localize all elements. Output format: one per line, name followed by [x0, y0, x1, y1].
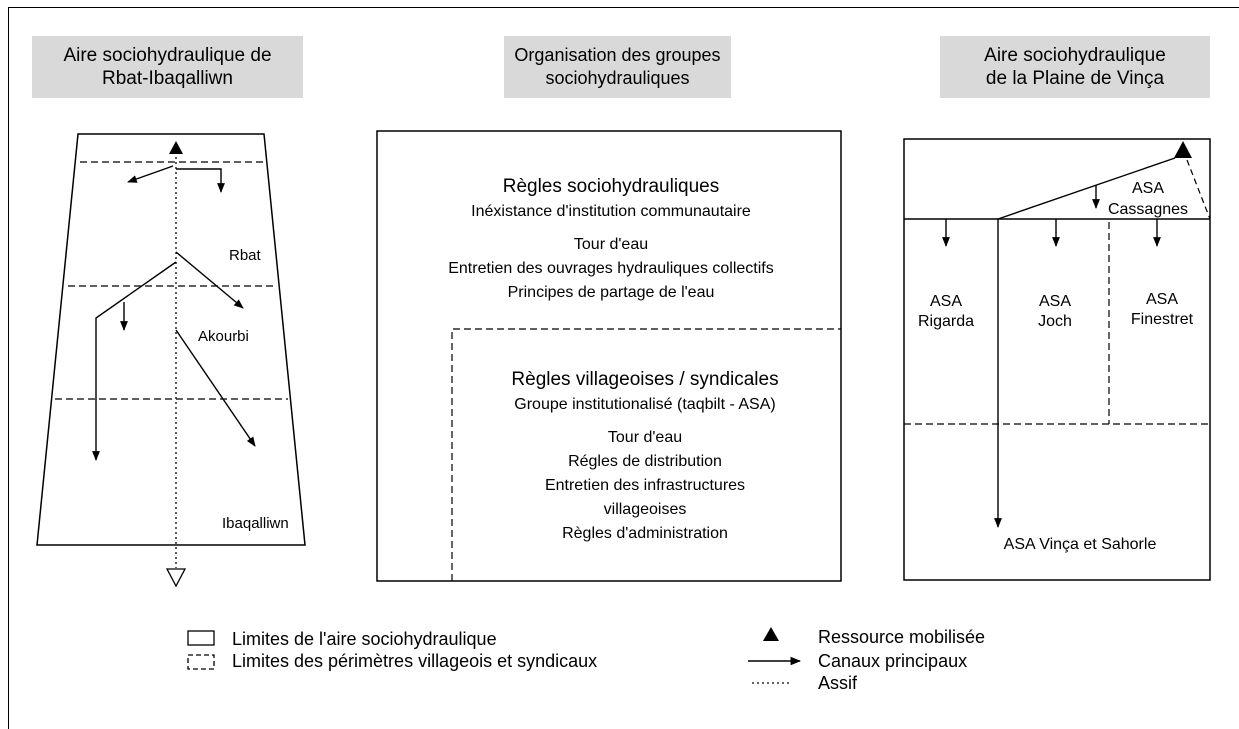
- canal-arrow-l2: [176, 168, 225, 193]
- label-joch-line1: ASA: [1039, 293, 1071, 310]
- right-panel: ASA Cassagnes ASA Rigarda ASA Joch ASA F…: [903, 138, 1211, 581]
- right-canal-diagonal: [997, 157, 1176, 220]
- inner-rule-item: Entretien des infrastructures: [545, 477, 745, 494]
- header-center-line2: sociohydrauliques: [545, 68, 690, 88]
- resource-triangle-left: [169, 141, 183, 154]
- label-joch-line2: Joch: [1038, 313, 1072, 330]
- header-right-line1: Aire sociohydraulique: [984, 45, 1166, 66]
- inner-rules-title: Règles villageoises / syndicales: [511, 369, 778, 390]
- outlet-triangle-left: [165, 568, 187, 588]
- header-left-line2: Rbat-Ibaqalliwn: [102, 68, 233, 89]
- label-akourbi: Akourbi: [198, 328, 249, 345]
- cassagnes-dashed-boundary: [1186, 159, 1211, 220]
- inner-rule-item: villageoises: [604, 501, 687, 518]
- outer-rule-item: Entretien des ouvrages hydrauliques coll…: [448, 260, 774, 277]
- outer-rules-title: Règles sociohydrauliques: [503, 176, 720, 197]
- header-center-line1: Organisation des groupes: [514, 45, 721, 65]
- legend: Limites de l'aire sociohydraulique Limit…: [187, 627, 985, 693]
- legend-solid-box-label: Limites de l'aire sociohydraulique: [232, 629, 497, 649]
- label-rbat: Rbat: [229, 247, 262, 264]
- resource-triangle-right: [1174, 141, 1192, 158]
- label-vinca: ASA Vinça et Sahorle: [1004, 536, 1157, 553]
- canal-arrow-l6: [175, 329, 256, 447]
- legend-solid-box-swatch: [187, 630, 215, 646]
- canal-arrow-l4: [92, 261, 177, 461]
- inner-rule-item: Régles de distribution: [568, 453, 722, 470]
- legend-dotted-label: Assif: [818, 673, 858, 693]
- inner-rule-item: Règles d'administration: [562, 525, 728, 542]
- legend-dashed-box-swatch: [187, 654, 215, 670]
- inner-rule-item: Tour d'eau: [608, 429, 682, 446]
- label-finestret-line2: Finestret: [1131, 311, 1194, 328]
- center-outer-box: [376, 130, 842, 582]
- label-rigarda-line1: ASA: [930, 293, 962, 310]
- outer-rules-subtitle: Inéxistance d'institution communautaire: [471, 203, 751, 220]
- outer-rule-item: Tour d'eau: [574, 236, 648, 253]
- canal-arrow-l1: [127, 165, 174, 183]
- left-area-boundary: [36, 133, 306, 546]
- label-cassagnes-line2: Cassagnes: [1108, 201, 1188, 218]
- header-right-line2: de la Plaine de Vinça: [985, 68, 1165, 89]
- header-center: Organisation des groupes sociohydraulique…: [504, 36, 731, 98]
- legend-arrow-label: Canaux principaux: [818, 651, 967, 671]
- center-inner-dashed-box: [451, 328, 841, 581]
- canal-arrow-l3: [175, 251, 244, 309]
- label-rigarda-line2: Rigarda: [918, 313, 974, 330]
- right-area-boundary: [903, 138, 1211, 581]
- legend-triangle-icon: [763, 627, 779, 641]
- center-panel: Règles sociohydrauliques Inéxistance d'i…: [376, 130, 842, 582]
- legend-triangle-label: Ressource mobilisée: [818, 627, 985, 647]
- header-left-line1: Aire sociohydraulique de: [63, 45, 272, 66]
- inner-rules-subtitle: Groupe institutionalisé (taqbilt - ASA): [514, 396, 775, 413]
- label-finestret-line1: ASA: [1146, 291, 1178, 308]
- left-panel: Rbat Akourbi Ibaqalliwn: [36, 133, 306, 588]
- label-ibaqalliwn: Ibaqalliwn: [222, 515, 289, 532]
- legend-dashed-box-label: Limites des périmètres villageois et syn…: [232, 651, 597, 671]
- figure-frame: [8, 7, 1239, 729]
- label-cassagnes-line1: ASA: [1132, 180, 1164, 197]
- outer-rule-item: Principes de partage de l'eau: [508, 284, 715, 301]
